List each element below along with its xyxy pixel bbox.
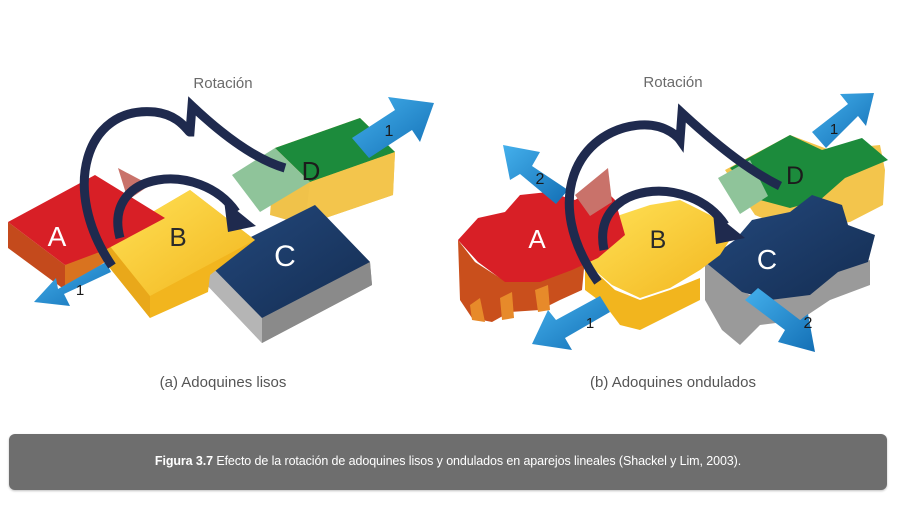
arrow-bottom-left: 1 — [34, 262, 111, 306]
block-c: C — [705, 195, 875, 345]
arrow-top-right-label: 1 — [830, 121, 838, 138]
arrow-top-right: 1 — [352, 97, 434, 158]
block-d-label: D — [302, 156, 321, 186]
block-a: A — [458, 168, 625, 322]
figure-caption: Figura 3.7 Efecto de la rotación de adoq… — [9, 454, 887, 468]
block-d: D — [718, 135, 888, 230]
caption-text: Efecto de la rotación de adoquines lisos… — [212, 454, 742, 468]
panel-a-rotation-label: Rotación — [193, 75, 252, 92]
arrow-bottom-right: 2 — [745, 288, 815, 352]
arrow-bottom-left: 1 — [532, 296, 610, 350]
arrow-bottom-right-label: 2 — [804, 315, 813, 332]
block-c-label: C — [274, 240, 296, 273]
panel-a-subtitle: (a) Adoquines lisos — [160, 374, 287, 391]
arrow-top-left-label: 2 — [536, 171, 545, 188]
panel-a-smooth-pavers: Rotación D C B — [8, 75, 434, 391]
block-b-label: B — [650, 226, 667, 254]
arrow-bottom-left-label: 1 — [76, 282, 84, 299]
arrow-top-right: 1 — [812, 93, 874, 148]
arrow-top-left: 2 — [503, 145, 568, 204]
block-c-label: C — [757, 244, 777, 275]
rotation-arrow — [79, 96, 287, 269]
block-a-label: A — [48, 221, 67, 252]
block-a-label: A — [528, 224, 546, 254]
panel-b-undulating-pavers: Rotación D C B A — [458, 74, 888, 391]
arrow-bottom-left-label: 1 — [586, 315, 594, 332]
panel-b-subtitle: (b) Adoquines ondulados — [590, 374, 756, 391]
block-c: C — [205, 205, 372, 343]
block-b: B — [585, 200, 735, 330]
figure-diagram: Rotación D C B — [8, 74, 888, 391]
figure-label: Figura 3.7 — [154, 454, 213, 468]
block-b-label: B — [169, 222, 186, 252]
arrow-top-right-label: 1 — [385, 123, 394, 140]
panel-b-rotation-label: Rotación — [643, 74, 702, 91]
block-d-label: D — [786, 162, 804, 190]
rotation-arrow — [564, 103, 783, 285]
figure-caption-box: Figura 3.7 Efecto de la rotación de adoq… — [9, 434, 887, 490]
